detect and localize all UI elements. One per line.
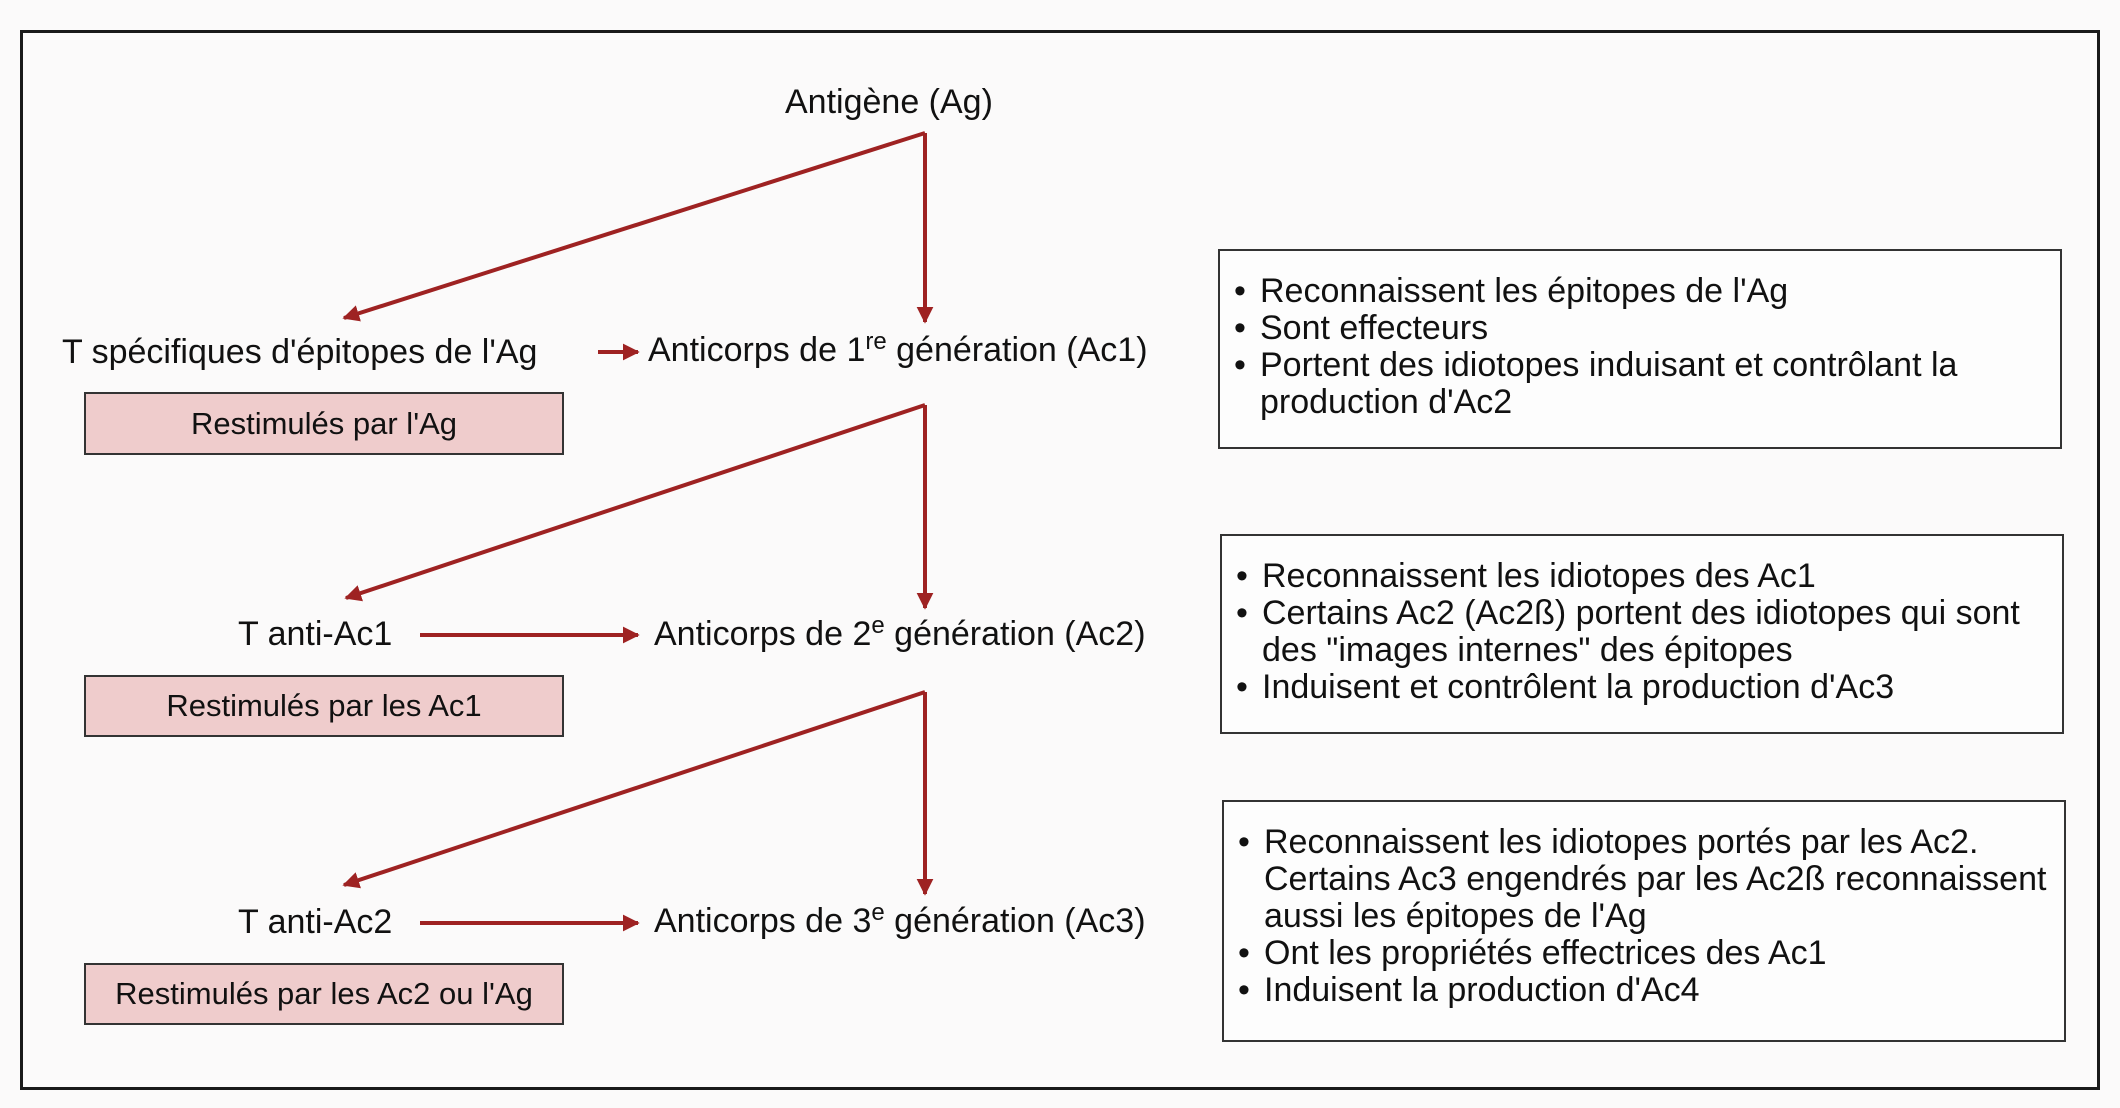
t-cell-node-1: T spécifiques d'épitopes de l'Ag [62, 333, 538, 371]
antibody-2-sup: e [871, 612, 885, 639]
restim-box-3: Restimulés par les Ac2 ou l'Ag [84, 963, 564, 1025]
antibody-1-suffix: génération (Ac1) [886, 331, 1148, 369]
info-box-2: Reconnaissent les idiotopes des Ac1 Cert… [1220, 534, 2064, 734]
antibody-node-2: Anticorps de 2e génération (Ac2) [654, 614, 1146, 654]
t-cell-node-2: T anti-Ac1 [238, 615, 393, 653]
arrow-ac1-to-t-anti-ac1 [344, 403, 926, 602]
antibody-1-prefix: Anticorps de 1 [648, 331, 866, 369]
info-2-item-1: Reconnaissent les idiotopes des Ac1 [1236, 558, 2052, 596]
info-1-item-3: Portent des idiotopes induisant et contr… [1234, 347, 2050, 421]
antibody-2-suffix: génération (Ac2) [884, 615, 1146, 653]
antibody-1-sup: re [865, 328, 887, 355]
info-3-item-1: Reconnaissent les idiotopes portés par l… [1238, 824, 2054, 935]
info-2-item-2: Certains Ac2 (Ac2ß) portent des idiotope… [1236, 595, 2052, 669]
restim-box-2: Restimulés par les Ac1 [84, 675, 564, 737]
antigen-node: Antigène (Ag) [785, 83, 993, 121]
t-cell-node-3: T anti-Ac2 [238, 903, 393, 941]
antibody-2-prefix: Anticorps de 2 [654, 615, 872, 653]
antibody-3-sup: e [871, 899, 885, 926]
antibody-node-1: Anticorps de 1re génération (Ac1) [648, 330, 1148, 370]
antibody-3-prefix: Anticorps de 3 [654, 902, 872, 940]
info-2-item-3: Induisent et contrôlent la production d'… [1236, 669, 2052, 707]
info-1-item-1: Reconnaissent les épitopes de l'Ag [1234, 273, 2050, 311]
antibody-3-suffix: génération (Ac3) [884, 902, 1146, 940]
arrow-ac2-to-t-anti-ac2 [342, 690, 926, 889]
antibody-node-3: Anticorps de 3e génération (Ac3) [654, 901, 1146, 941]
info-3-item-3: Induisent la production d'Ac4 [1238, 972, 2054, 1010]
info-1-item-2: Sont effecteurs [1234, 310, 2050, 348]
restim-box-1: Restimulés par l'Ag [84, 392, 564, 455]
info-3-item-2: Ont les propriétés effectrices des Ac1 [1238, 935, 2054, 973]
info-box-3: Reconnaissent les idiotopes portés par l… [1222, 800, 2066, 1042]
info-box-1: Reconnaissent les épitopes de l'Ag Sont … [1218, 249, 2062, 449]
arrow-ag-to-t-specific [342, 131, 926, 322]
